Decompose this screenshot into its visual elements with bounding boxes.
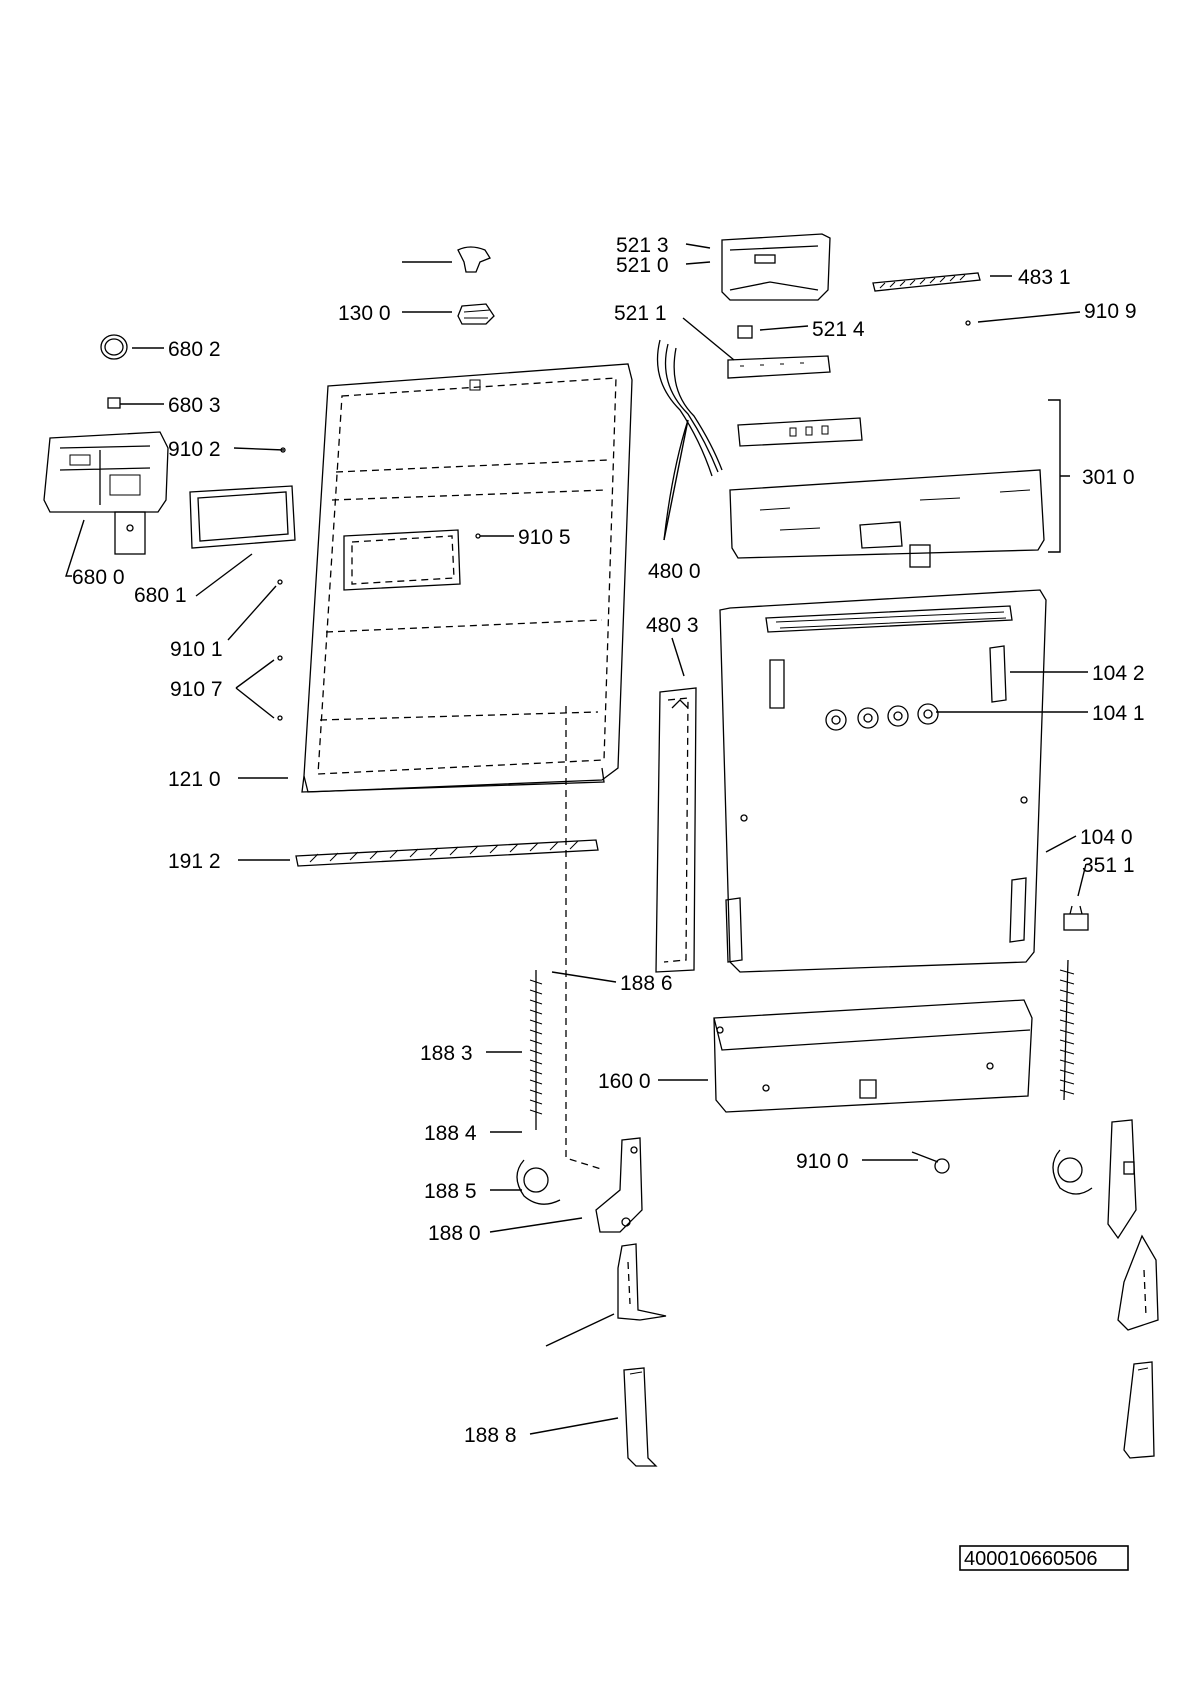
- bracket-301-0: [1048, 399, 1070, 553]
- label-188-8: 188 8: [464, 1424, 517, 1447]
- label-910-0: 910 0: [796, 1150, 849, 1173]
- label-910-9: 910 9: [1084, 300, 1137, 323]
- label-480-3: 480 3: [646, 614, 699, 637]
- label-104-1: 104 1: [1092, 702, 1145, 725]
- label-910-1: 910 1: [170, 638, 223, 661]
- document-code-box: 400010660506: [959, 1545, 1129, 1571]
- part-hinge-right: [1052, 1119, 1137, 1240]
- label-351-1: 351 1: [1082, 854, 1135, 877]
- label-104-2: 104 2: [1092, 662, 1145, 685]
- part-bottom-bracket-right: [1117, 1234, 1159, 1331]
- label-104-0: 104 0: [1080, 826, 1133, 849]
- part-910-0-screw: [911, 1151, 950, 1174]
- label-130-0: 130 0: [338, 302, 391, 325]
- label-188-4: 188 4: [424, 1122, 477, 1145]
- label-680-0: 680 0: [72, 566, 125, 589]
- label-188-6: 188 6: [620, 972, 673, 995]
- label-121-0: 121 0: [168, 768, 221, 791]
- part-outer-door-panel: [719, 589, 1047, 973]
- part-dispenser: [43, 431, 169, 555]
- part-cable-cover: [655, 687, 697, 973]
- document-code: 400010660506: [964, 1548, 1097, 1570]
- part-hinge-left: [516, 1137, 643, 1233]
- part-spring-right: [1059, 959, 1075, 1101]
- label-521-3: 521 3: [616, 234, 669, 257]
- label-680-1: 680 1: [134, 584, 187, 607]
- part-910-7-screw-lower: [277, 715, 283, 721]
- part-910-1-screw: [277, 579, 283, 585]
- label-521-1: 521 1: [614, 302, 667, 325]
- part-680-3-clip: [107, 397, 121, 409]
- part-910-9-screw: [965, 320, 971, 326]
- part-microswitch: [1063, 905, 1089, 931]
- part-knob-lower: [457, 303, 495, 325]
- part-labels: 521 3 521 0 483 1 130 0 521 1 521 4 910 …: [72, 234, 1145, 1447]
- label-521-0: 521 0: [616, 254, 669, 277]
- part-lower-bracket: [713, 999, 1033, 1113]
- label-910-7: 910 7: [170, 678, 223, 701]
- part-680-2-ring: [100, 334, 128, 360]
- part-910-7-screw-upper: [277, 655, 283, 661]
- label-680-3: 680 3: [168, 394, 221, 417]
- part-knob-upper: [457, 246, 491, 273]
- label-680-2: 680 2: [168, 338, 221, 361]
- label-188-0: 188 0: [428, 1222, 481, 1245]
- part-bottom-bracket-left: [617, 1243, 667, 1321]
- label-301-0: 301 0: [1082, 466, 1135, 489]
- label-160-0: 160 0: [598, 1070, 651, 1093]
- part-board-bracket: [729, 469, 1045, 568]
- part-910-5-screw: [475, 533, 481, 539]
- leader-lines: [65, 243, 1088, 1435]
- part-seal-strip: [295, 839, 599, 867]
- part-control-cover: [721, 233, 831, 301]
- label-910-5: 910 5: [518, 526, 571, 549]
- part-521-4: [737, 325, 753, 339]
- part-483-strip: [872, 272, 981, 292]
- part-dispenser-gasket: [189, 485, 296, 549]
- part-button-bar: [727, 355, 831, 379]
- part-188-8-right: [1123, 1361, 1155, 1459]
- part-control-board: [737, 417, 863, 447]
- part-188-8-left: [623, 1367, 658, 1467]
- part-inner-door: [301, 363, 633, 793]
- part-wiring-harness: [656, 339, 723, 541]
- label-910-2: 910 2: [168, 438, 221, 461]
- label-188-5: 188 5: [424, 1180, 477, 1203]
- label-188-3: 188 3: [420, 1042, 473, 1065]
- part-spring-left: [529, 970, 543, 1130]
- label-191-2: 191 2: [168, 850, 221, 873]
- label-483-1: 483 1: [1018, 266, 1071, 289]
- label-480-0: 480 0: [648, 560, 701, 583]
- label-521-4: 521 4: [812, 318, 865, 341]
